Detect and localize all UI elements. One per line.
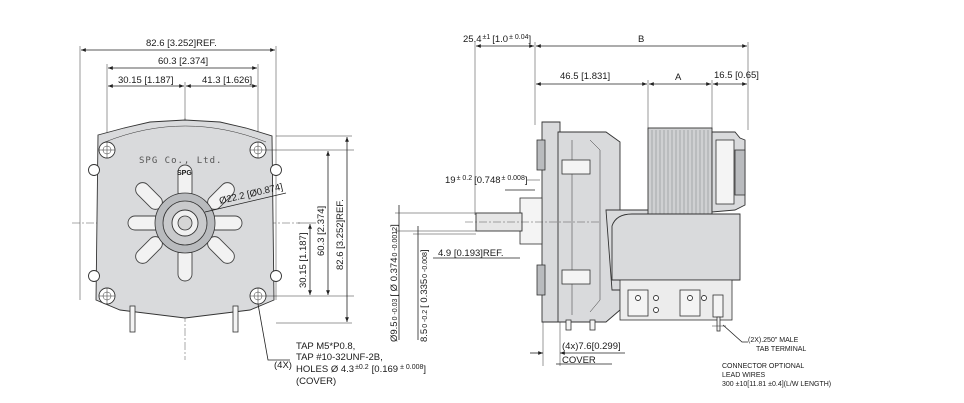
hole-note-line4: (COVER) (296, 376, 336, 387)
tab-width-dim: (4x)7.6[0.299] (562, 341, 621, 352)
vertical-half-dim: 30.15 [1.187] (298, 233, 309, 288)
front-overall-width-dim: 82.6 [3.252]REF. (146, 38, 217, 49)
terminal-note-line1: (2X).250" MALE (748, 337, 799, 344)
dim-19: 19± 0.2[0.748± 0.008] (445, 175, 527, 186)
connector-note-line1: CONNECTOR OPTIONAL (722, 363, 804, 370)
shaft-flat-dim: 8.50 -0.2[ 0.3350 -0.008] (419, 249, 430, 342)
cover-label: COVER (562, 355, 596, 366)
front-view: 82.6 [3.252]REF. 60.3 [2.374] 30.15 [1.1… (72, 38, 426, 387)
hole-note-line2: TAP #10-32UNF-2B, (296, 352, 383, 363)
connector-note-line2: LEAD WIRES (722, 372, 766, 379)
front-left-half-dim: 30.15 [1.187] (118, 75, 173, 86)
dim-46-5: 46.5 [1.831] (560, 71, 610, 82)
brand-logo: SPG (177, 170, 192, 177)
front-right-part-dim: 41.3 [1.626] (202, 75, 252, 86)
shaft-diameter-dim: Ø9.50 -0.03[ Ø 0.3740 -0.0012] (389, 224, 400, 342)
mounting-holes (88, 141, 282, 305)
hole-note-line1: TAP M5*P0.8, (296, 341, 355, 352)
dim-16-5: 16.5 [0.65] (714, 70, 759, 81)
vertical-overall-dim: 82.6 [3.252]REF. (335, 199, 346, 270)
dim-25-4: 25.4±1[1.0± 0.04] (463, 34, 531, 45)
dim-A: A (675, 72, 682, 83)
front-hole-spacing-dim: 60.3 [2.374] (158, 56, 208, 67)
terminal-note-line2: TAB TERMINAL (756, 346, 806, 353)
side-view: 25.4±1[1.0± 0.04] B 46.5 [1.831] A 16.5 … (389, 34, 831, 388)
dim-B: B (638, 34, 644, 45)
hole-qty-label: (4X) (274, 360, 292, 371)
brand-text: SPG Co., Ltd. (139, 156, 222, 166)
vertical-hole-spacing-dim: 60.3 [2.374] (316, 206, 327, 256)
connector-note-line3: 300 ±10[11.81 ±0.4](L/W LENGTH) (722, 381, 831, 388)
hub-spokes (127, 164, 243, 282)
hole-note-line3: HOLES Ø 4.3±0.2[0.169± 0.008] (296, 364, 426, 375)
dim-4-9-ref: 4.9 [0.193]REF. (438, 248, 503, 259)
